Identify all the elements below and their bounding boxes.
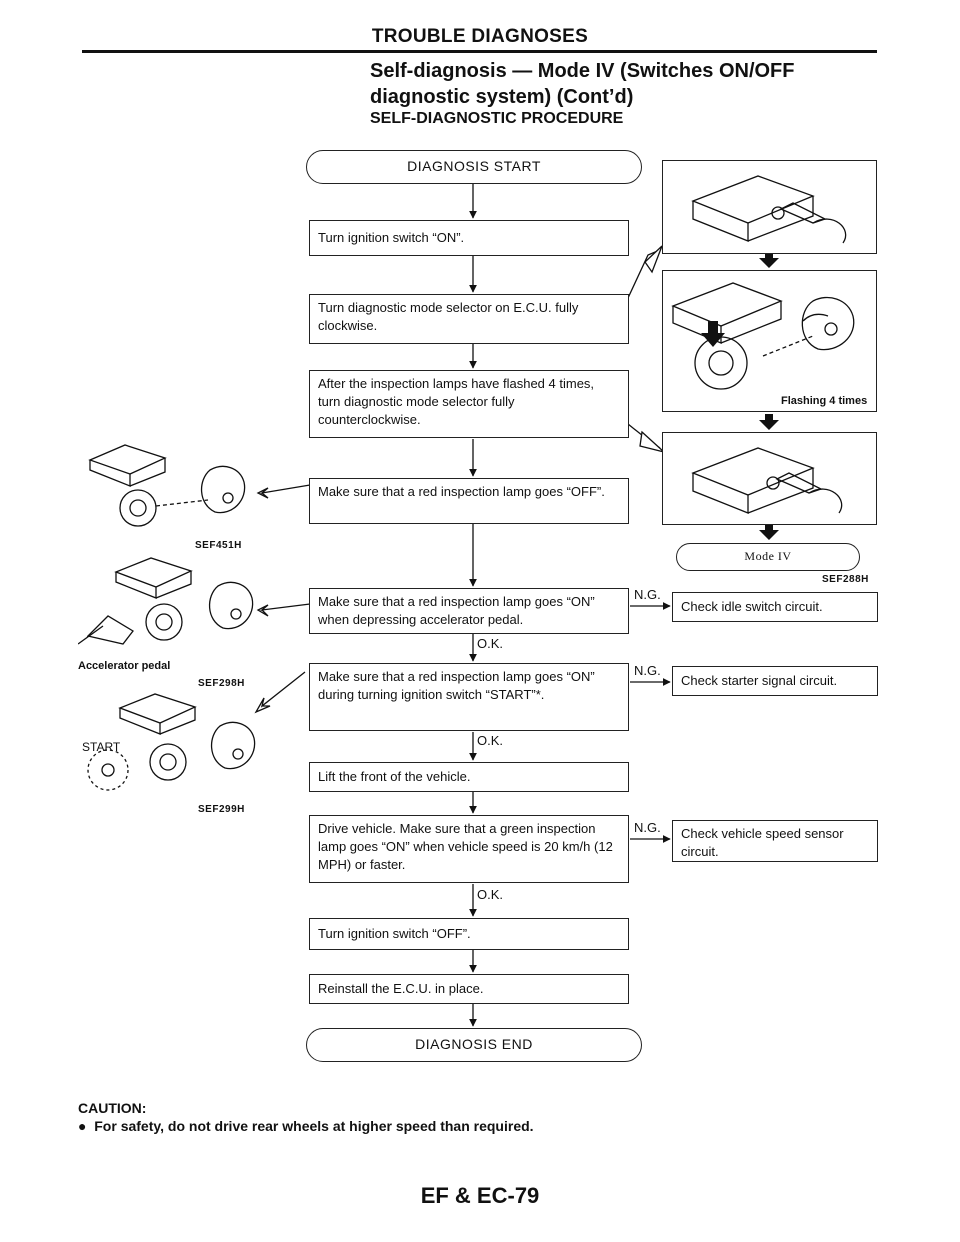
- header-rule: [82, 50, 877, 53]
- page-header: TROUBLE DIAGNOSES: [371, 26, 589, 47]
- section-subtitle: SELF-DIAGNOSTIC PROCEDURE: [370, 110, 624, 127]
- ok-label: O.K.: [477, 636, 504, 651]
- step-drive-vehicle-check: Drive vehicle. Make sure that a green in…: [309, 815, 629, 883]
- inspection-lamp-icon: [671, 282, 855, 390]
- ecu-return-illustration: [662, 432, 877, 525]
- ecu-flashing-lamp-illustration: Flashing 4 times: [662, 270, 877, 412]
- check-idle-switch-box: Check idle switch circuit.: [672, 592, 878, 622]
- figure-ref-sef299h: SEF299H: [198, 804, 245, 815]
- caution-title: CAUTION:: [78, 1100, 147, 1116]
- ecu-screwdriver-illustration: [662, 160, 877, 254]
- ng-label: N.G.: [634, 587, 661, 602]
- section-title-line1: Self-diagnosis — Mode IV (Switches ON/OF…: [370, 60, 795, 82]
- flashing-caption: Flashing 4 times: [781, 395, 868, 407]
- step-lamp-off-check: Make sure that a red inspection lamp goe…: [309, 478, 629, 524]
- start-label: START: [82, 740, 121, 754]
- ok-label: O.K.: [477, 733, 504, 748]
- step-turn-ignition-on: Turn ignition switch “ON”.: [309, 220, 629, 256]
- step-accelerator-pedal-check: Make sure that a red inspection lamp goe…: [309, 588, 629, 634]
- caution-item: ● For safety, do not drive rear wheels a…: [78, 1118, 534, 1134]
- bullet-icon: ●: [78, 1118, 87, 1134]
- ng-label: N.G.: [634, 820, 661, 835]
- ignition-start-illustration: [87, 693, 256, 791]
- step-ignition-start-check: Make sure that a red inspection lamp goe…: [309, 663, 629, 731]
- diagnosis-end-terminal: DIAGNOSIS END: [306, 1028, 642, 1062]
- page-number: EF & EC-79: [420, 1183, 540, 1208]
- step-mode-selector-clockwise: Turn diagnostic mode selector on E.C.U. …: [309, 294, 629, 344]
- caution-text: For safety, do not drive rear wheels at …: [94, 1118, 534, 1134]
- figure-ref-sef288h: SEF288H: [822, 574, 869, 585]
- accelerator-pedal-illustration: [78, 557, 254, 645]
- ng-label: N.G.: [634, 663, 661, 678]
- mode-iv-terminal: Mode IV: [676, 543, 860, 571]
- ok-label: O.K.: [477, 887, 504, 902]
- step-lift-vehicle: Lift the front of the vehicle.: [309, 762, 629, 792]
- step-reinstall-ecu: Reinstall the E.C.U. in place.: [309, 974, 629, 1004]
- check-starter-signal-box: Check starter signal circuit.: [672, 666, 878, 696]
- ecu-unit-icon: [691, 447, 843, 514]
- figure-ref-sef298h: SEF298H: [198, 678, 245, 689]
- ecu-unit-icon: [691, 175, 847, 244]
- accelerator-pedal-label: Accelerator pedal: [78, 660, 171, 672]
- step-turn-ignition-off: Turn ignition switch “OFF”.: [309, 918, 629, 950]
- step-selector-counterclockwise: After the inspection lamps have flashed …: [309, 370, 629, 438]
- diagnosis-start-terminal: DIAGNOSIS START: [306, 150, 642, 184]
- check-speed-sensor-box: Check vehicle speed sensor circuit.: [672, 820, 878, 862]
- lamp-off-illustration: [88, 444, 246, 527]
- section-title-line2: diagnostic system) (Cont’d): [370, 86, 634, 108]
- figure-ref-sef451h: SEF451H: [195, 540, 242, 551]
